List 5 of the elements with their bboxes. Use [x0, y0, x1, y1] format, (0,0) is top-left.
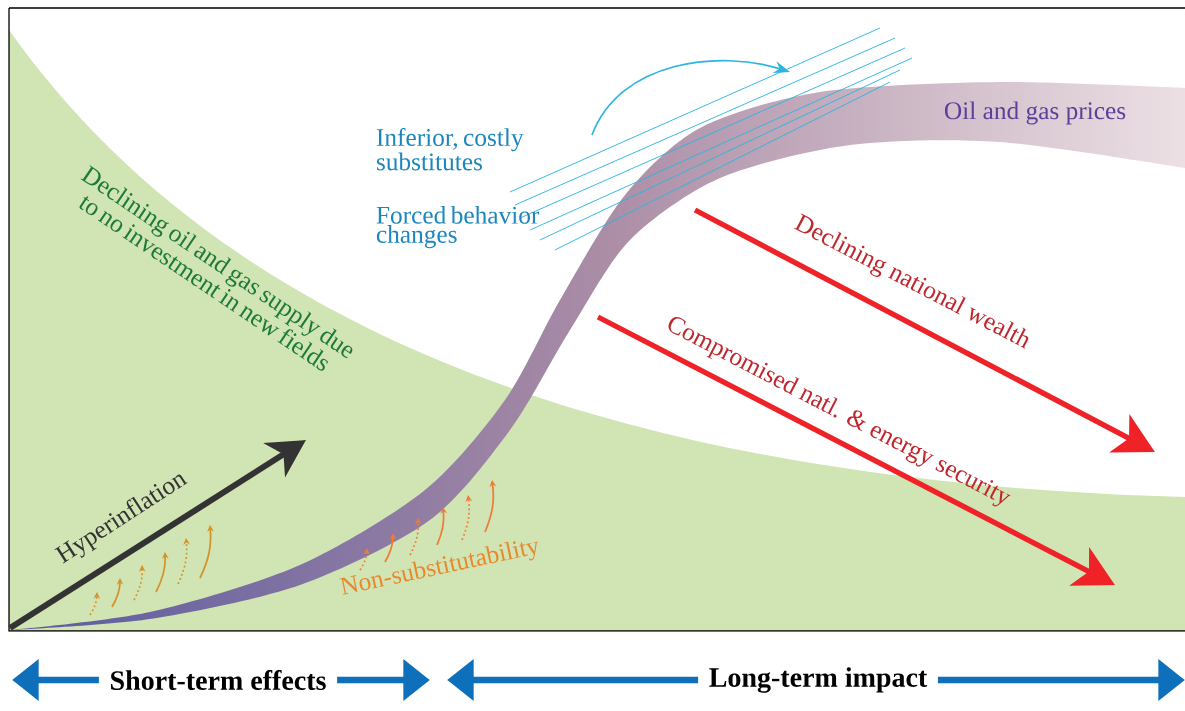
effect-label: Inferior, costly substitutes [376, 127, 524, 171]
effect-label: Forced behavior changes [376, 205, 540, 249]
band-label: Oil and gas prices [944, 101, 1126, 125]
timeline-label: Short-term effects [98, 667, 338, 693]
timeline-label: Long-term impact [698, 664, 938, 696]
